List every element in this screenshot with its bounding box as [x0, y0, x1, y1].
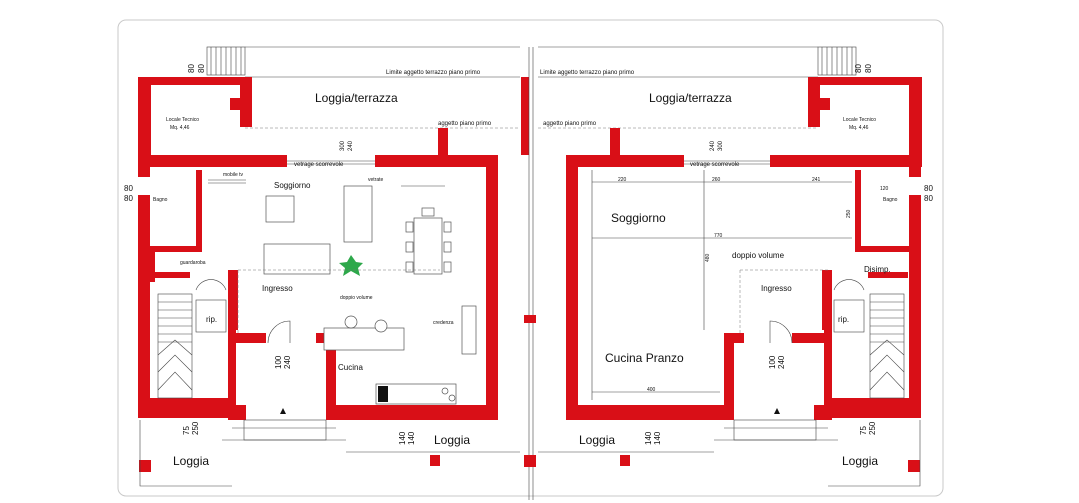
dim-stair-b-right: 250 — [868, 421, 877, 435]
note-sliding-window-left: vetrage scorrevole — [294, 162, 344, 168]
kitchen-counter-left — [375, 383, 457, 405]
label-tv-unit-left: mobile tv — [223, 172, 244, 178]
dim-interior-250: 250 — [846, 209, 852, 218]
staircase-left — [157, 279, 227, 399]
staircase-right — [833, 279, 905, 399]
dim-win-b-right: 300 — [718, 140, 724, 151]
note-terrace-limit-right: Limite aggetto terrazzo piano primo — [540, 70, 635, 76]
note-overhang-right: aggetto piano primo — [543, 121, 597, 127]
dim-top-b-left: 80 — [197, 64, 206, 73]
dim-side-a-left: 80 — [124, 184, 133, 193]
label-double-height-left: doppio volume — [340, 295, 373, 301]
dim-side-b-left: 80 — [124, 194, 133, 203]
room-label-landing-left: rip. — [206, 315, 217, 324]
label-sideboard-left: credenza — [433, 320, 454, 326]
dim-side-a-right: 80 — [924, 184, 933, 193]
dim-stair-a-right: 75 — [859, 426, 868, 435]
dim-win-a-left: 300 — [340, 140, 346, 151]
right-unit: Loggia/terrazza Locale Tecnico Mq. 4,46 … — [538, 46, 933, 487]
note-overhang-left: aggetto piano primo — [438, 121, 492, 127]
plant-icon — [339, 255, 363, 276]
dim-door-a-left: 100 — [274, 355, 283, 369]
dim-loggia-b-left: 140 — [407, 431, 416, 445]
sideboard-left — [461, 305, 477, 355]
sheet-frame — [117, 19, 944, 497]
dim-loggia-a-left: 140 — [398, 431, 407, 445]
room-label-bath-left: Bagno — [153, 197, 168, 203]
dim-interior-260: 260 — [712, 177, 721, 183]
dim-side-b-right: 80 — [924, 194, 933, 203]
room-label-bath-right: Bagno — [883, 197, 898, 203]
dim-win-b-left: 240 — [348, 140, 354, 151]
left-unit: Loggia/terrazza Locale Tecnico Mq. 4,46 … — [124, 46, 520, 487]
sofa-left — [263, 243, 331, 275]
room-label-hall-right: Disimp. — [864, 265, 891, 274]
dim-interior-480: 480 — [705, 253, 711, 262]
dim-interior-770: 770 — [714, 233, 723, 239]
room-label-loggia-front-left: Loggia — [434, 433, 470, 447]
dim-top-b-right: 80 — [864, 64, 873, 73]
room-label-landing-right: rip. — [838, 315, 849, 324]
note-sliding-window-right: vetrage scorrevole — [690, 162, 740, 168]
dim-top-a-right: 80 — [854, 64, 863, 73]
room-label-tech-left: Locale Tecnico — [166, 117, 199, 123]
dim-loggia-b-right: 140 — [653, 431, 662, 445]
room-area-tech-left: Mq. 4,46 — [170, 125, 190, 131]
dim-stair-b-left: 250 — [191, 421, 200, 435]
room-label-wardrobe-left: guardaroba — [180, 260, 206, 266]
dim-loggia-a-right: 140 — [644, 431, 653, 445]
dim-door-b-left: 240 — [283, 355, 292, 369]
entry-door-right — [769, 320, 793, 344]
rug-left — [265, 195, 295, 223]
label-glass-wall-left: vetrate — [368, 177, 384, 183]
room-label-kitchen-left: Cucina — [338, 363, 363, 372]
room-label-terrace-right: Loggia/terrazza — [649, 91, 732, 105]
dim-win-a-right: 240 — [710, 140, 716, 151]
room-label-entrance-left: Ingresso — [262, 284, 293, 293]
dim-interior-400: 400 — [647, 387, 656, 393]
room-label-loggia-side-right: Loggia — [842, 454, 878, 468]
entry-door-left — [267, 320, 291, 344]
dim-door-a-right: 100 — [768, 355, 777, 369]
dim-interior-220: 220 — [618, 177, 627, 183]
room-label-terrace-left: Loggia/terrazza — [315, 91, 398, 105]
party-wall — [521, 47, 536, 500]
label-double-height-right: doppio volume — [732, 251, 785, 260]
dining-table-left — [413, 217, 443, 275]
note-terrace-limit-left: Limite aggetto terrazzo piano primo — [386, 70, 481, 76]
dim-interior-241: 241 — [812, 177, 821, 183]
dim-stair-a-left: 75 — [182, 426, 191, 435]
room-area-tech-right: Mq. 4,46 — [849, 125, 869, 131]
dim-top-a-left: 80 — [187, 64, 196, 73]
room-label-tech-right: Locale Tecnico — [843, 117, 876, 123]
room-label-loggia-front-right: Loggia — [579, 433, 615, 447]
room-label-loggia-side-left: Loggia — [173, 454, 209, 468]
room-label-entrance-right: Ingresso — [761, 284, 792, 293]
room-label-living-left: Soggiorno — [274, 181, 311, 190]
room-label-living-right: Soggiorno — [611, 211, 666, 225]
kitchen-island-left — [323, 327, 405, 351]
dim-door-b-right: 240 — [777, 355, 786, 369]
room-label-kitchen-right: Cucina Pranzo — [605, 351, 684, 365]
armchair-left — [343, 185, 373, 243]
dim-interior-120: 120 — [880, 186, 889, 192]
